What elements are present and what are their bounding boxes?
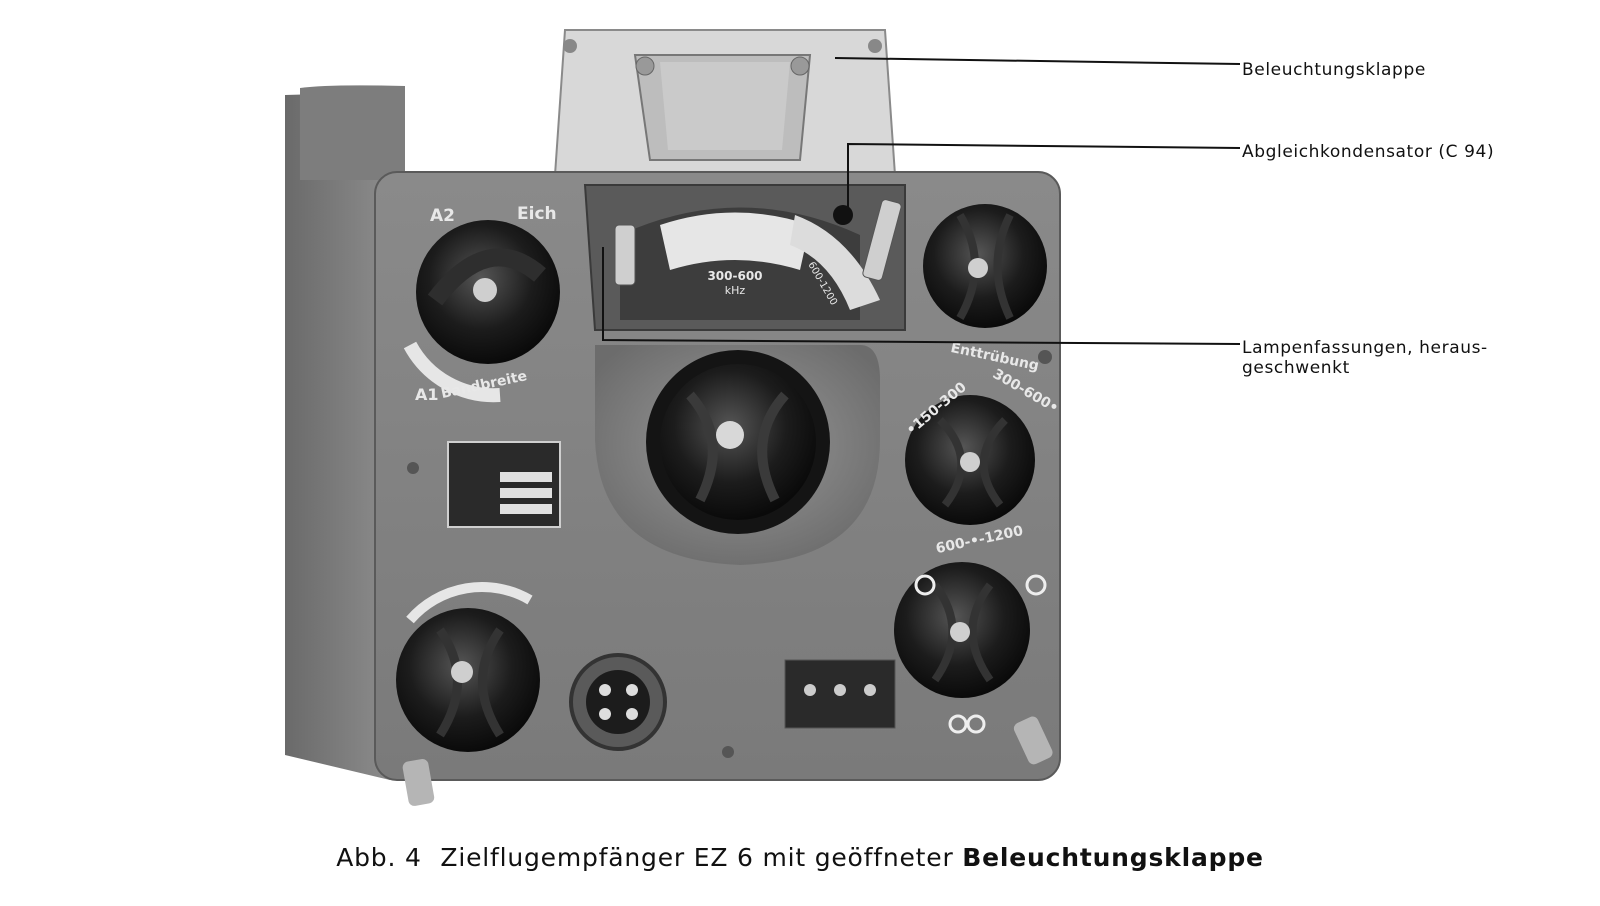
mode-symbol-double-a	[948, 714, 968, 734]
mode-symbol-off	[1025, 574, 1047, 596]
lighting-flap	[553, 29, 897, 176]
terminal-strip	[784, 659, 896, 729]
case-top	[300, 85, 405, 180]
caption-bold: Beleuchtungsklappe	[962, 843, 1264, 872]
mode-knob[interactable]	[894, 562, 1030, 698]
bandwidth-knob[interactable]	[416, 220, 560, 364]
caption-text: Zielflugempfänger EZ 6 mit geöffneter	[440, 843, 954, 872]
callout-line-trimmer	[847, 142, 1241, 208]
dial-range-label: 300-600	[707, 269, 762, 283]
mounting-bolt-right	[1013, 716, 1053, 765]
label-a2: A2	[430, 206, 455, 226]
panel-screw-bottom	[722, 746, 734, 758]
interference-knob[interactable]	[905, 395, 1035, 525]
mounting-bolt-left	[402, 758, 435, 806]
dial-unit-label: kHz	[725, 284, 746, 297]
mode-symbol-double-b	[966, 714, 986, 734]
case-side	[285, 92, 390, 780]
label-lampenfassungen: Lampenfassungen, heraus-	[1242, 338, 1488, 358]
label-geschwenkt: geschwenkt	[1242, 358, 1350, 378]
mode-symbol-single	[914, 574, 936, 596]
label-eich: Eich	[517, 204, 557, 224]
type-plate	[407, 441, 561, 528]
volume-knob[interactable]	[923, 204, 1047, 328]
lamp-socket-right	[862, 199, 902, 281]
callout-line-flap	[834, 57, 1241, 65]
label-abgleichkondensator: Abgleichkondensator (C 94)	[1242, 142, 1495, 162]
dial-window: 300-600 kHz 600-1200	[583, 184, 906, 331]
label-beleuchtungsklappe: Beleuchtungsklappe	[1242, 60, 1426, 80]
panel-screw	[1038, 350, 1052, 364]
lamp-socket-left	[614, 224, 636, 286]
connector-socket	[569, 653, 667, 751]
label-a1: A1	[415, 385, 439, 404]
figure-caption: Abb. 4 Zielflugempfänger EZ 6 mit geöffn…	[0, 843, 1600, 872]
tuning-knob[interactable]	[646, 350, 830, 534]
bandwidth-scale	[403, 341, 501, 403]
trimmer-capacitor	[833, 205, 853, 225]
caption-prefix: Abb. 4	[336, 843, 422, 872]
callout-line-lamps	[602, 247, 1241, 345]
bottom-left-knob[interactable]	[396, 582, 540, 752]
